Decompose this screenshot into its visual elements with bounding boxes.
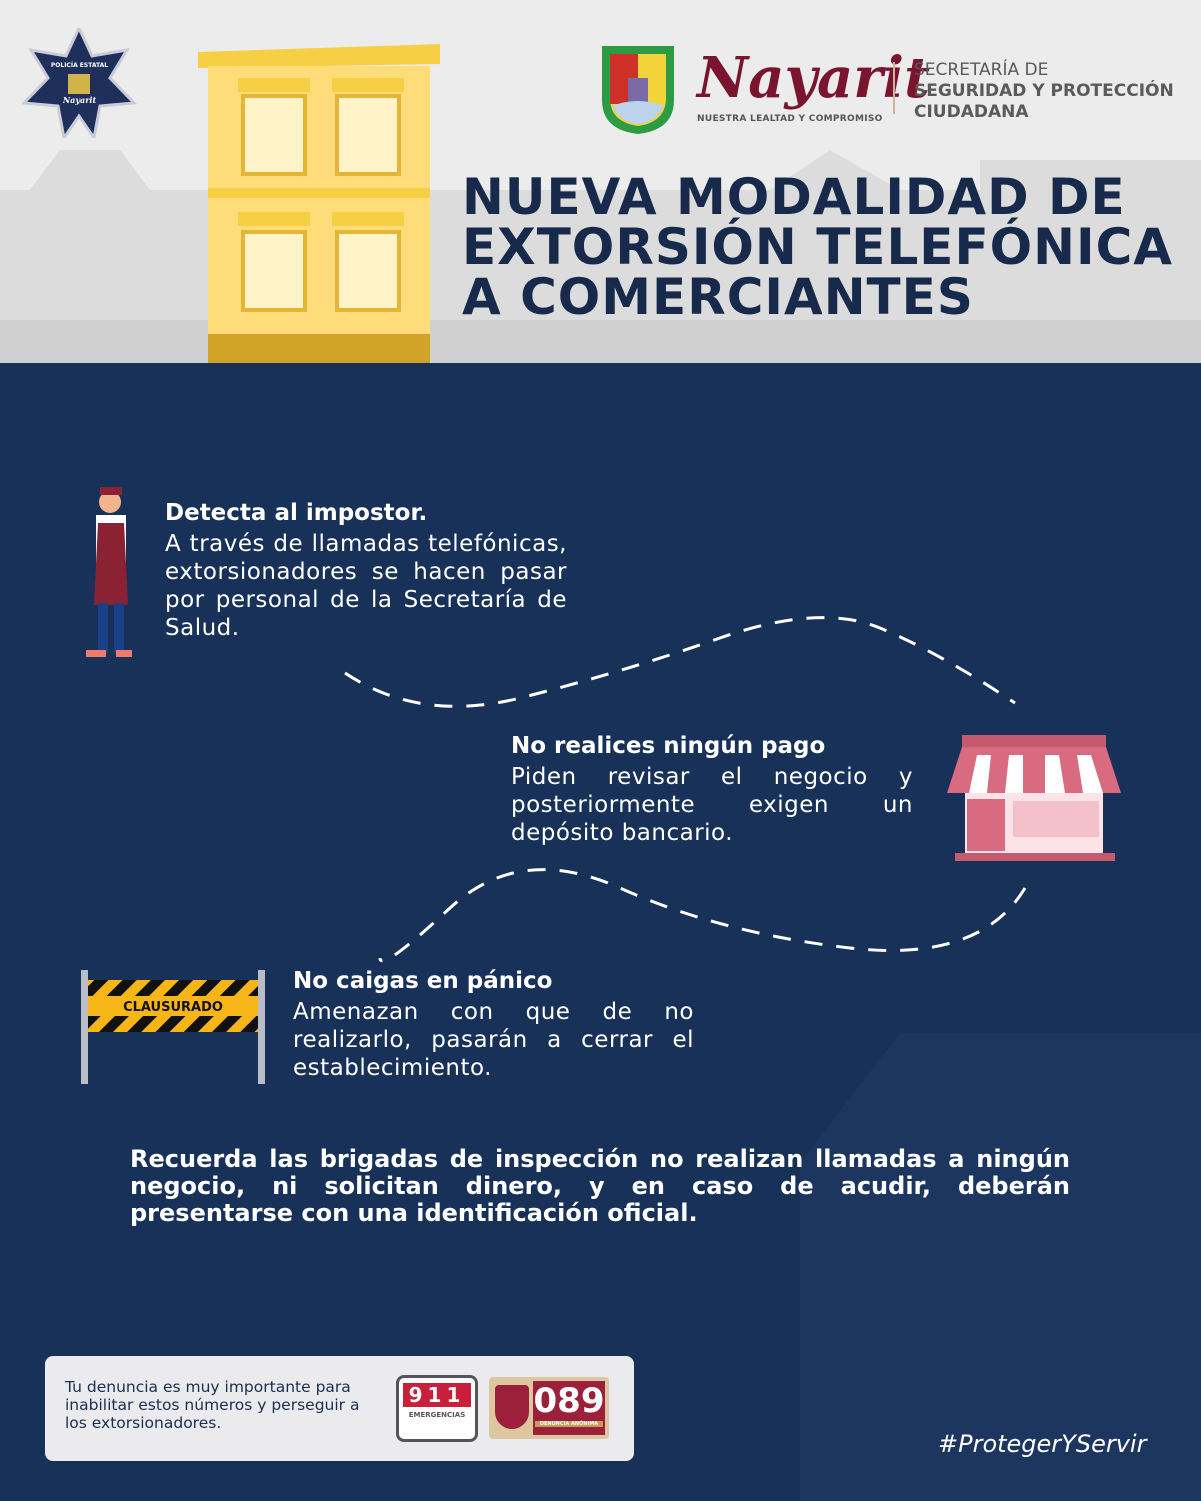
anonymous-089-logo: 089 DENUNCIA ANÓNIMA: [489, 1377, 609, 1439]
storefront-illustration: [947, 735, 1121, 861]
closed-barrier-illustration: CLAUSURADO: [81, 970, 265, 1084]
background-decor: [344, 616, 1201, 1501]
merchant-on-phone-illustration: [86, 487, 132, 657]
step-3: No caigas en pánico Amenazan con que de …: [293, 968, 694, 1082]
step-text: Piden revisar el negocio y posteriorment…: [511, 764, 913, 846]
secretariat-line: CIUDADANA: [914, 102, 1029, 122]
step-2: No realices ningún pago Piden revisar el…: [511, 733, 913, 847]
title-line: EXTORSIÓN TELEFÓNICA: [462, 218, 1173, 276]
badge-sub: Nayarit: [62, 95, 97, 105]
step-title: No realices ningún pago: [511, 733, 826, 759]
emergency-911-logo: 911 EMERGENCIAS: [396, 1375, 478, 1442]
motto: NUESTRA LEALTAD Y COMPROMISO: [697, 114, 883, 124]
clausurado-sign: CLAUSURADO: [123, 1000, 223, 1015]
anon-label: DENUNCIA ANÓNIMA: [535, 1421, 603, 1427]
nayarit-coat-of-arms: [602, 46, 674, 134]
police-badge-logo: [22, 28, 137, 138]
nayarit-brand: Nayarit: [697, 45, 930, 111]
report-box: Tu denuncia es muy importante para inabi…: [45, 1356, 634, 1461]
divider: [893, 62, 895, 114]
step-text: A través de llamadas telefónicas, extors…: [165, 531, 567, 641]
secretariat-line: SECRETARÍA DE: [914, 60, 1049, 80]
hashtag: #ProtegerYServir: [938, 1430, 1147, 1458]
city-background: [0, 44, 1201, 363]
badge-text: POLICÍA ESTATAL: [50, 62, 109, 69]
secretariat-line: SEGURIDAD Y PROTECCIÓN: [914, 81, 1174, 101]
title-line: NUEVA MODALIDAD DE: [462, 168, 1126, 226]
step-1: Detecta al impostor. A través de llamada…: [165, 500, 567, 642]
report-text: Tu denuncia es muy importante para inabi…: [65, 1378, 360, 1432]
page-title: NUEVA MODALIDAD DE EXTORSIÓN TELEFÓNICA …: [462, 172, 1173, 322]
dashed-path: [344, 616, 1016, 708]
emergency-number: 911: [403, 1383, 471, 1407]
secretariat-name: SECRETARÍA DE SEGURIDAD Y PROTECCIÓN CIU…: [914, 60, 1174, 123]
title-line: A COMERCIANTES: [462, 268, 974, 326]
dashed-path: [378, 868, 1027, 963]
shield-phone-icon: [495, 1385, 529, 1429]
header: POLICÍA ESTATAL Nayarit Nayarit NUESTRA …: [0, 0, 1201, 363]
yellow-building-illustration: [198, 44, 440, 363]
step-title: No caigas en pánico: [293, 968, 553, 994]
anon-number: 089: [533, 1381, 605, 1421]
reminder-note: Recuerda las brigadas de inspección no r…: [130, 1145, 1070, 1227]
anon-number-panel: 089 DENUNCIA ANÓNIMA: [533, 1381, 605, 1435]
step-text: Amenazan con que de no realizarlo, pasar…: [293, 999, 694, 1081]
emergency-label: EMERGENCIAS: [408, 1411, 466, 1419]
step-title: Detecta al impostor.: [165, 500, 428, 526]
